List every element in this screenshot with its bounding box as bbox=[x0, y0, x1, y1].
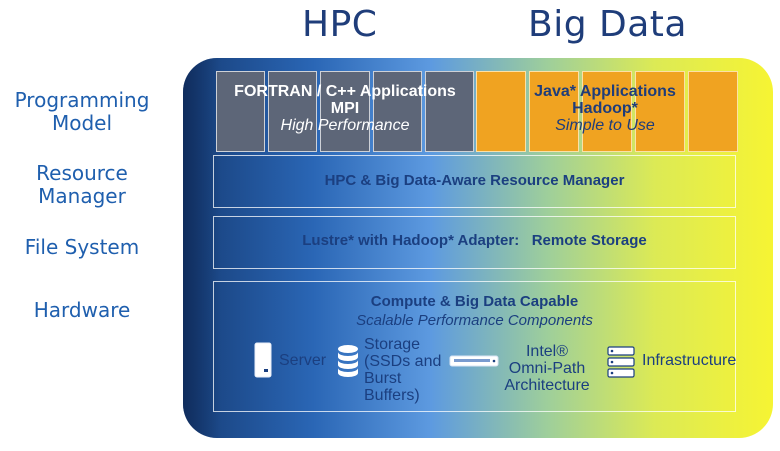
big-data-tile bbox=[529, 71, 579, 152]
row-label-hardware: Hardware bbox=[33, 298, 131, 322]
hpc-column-heading: HPC bbox=[302, 4, 378, 45]
remote-storage-label: Remote Storage bbox=[531, 232, 647, 249]
mpi-label: MPI bbox=[330, 100, 360, 117]
big-data-tile bbox=[688, 71, 738, 152]
hpc-tile bbox=[424, 71, 475, 152]
hpc-tagline: High Performance bbox=[280, 117, 410, 134]
omni-path-label-line: Architecture bbox=[504, 377, 590, 394]
row-label-line: Programming bbox=[14, 88, 150, 112]
infrastructure-label: Infrastructure bbox=[642, 352, 737, 369]
big-data-tile bbox=[476, 71, 526, 152]
omni-path-label: Intel® Omni-Path Architecture bbox=[497, 343, 597, 394]
storage-label-line: Buffers) bbox=[364, 387, 420, 404]
big-data-tagline: Simple to Use bbox=[555, 117, 655, 134]
hardware-title: Compute & Big Data Capable bbox=[370, 293, 579, 310]
resource-manager-text: HPC & Big Data-Aware Resource Manager bbox=[324, 172, 625, 189]
hadoop-label: Hadoop* bbox=[572, 100, 638, 117]
file-system-text: Lustre* with Hadoop* Adapter: Remote Sto… bbox=[214, 232, 735, 249]
java-applications-label: Java* Applications bbox=[534, 83, 676, 100]
hpc-programming-model-text: FORTRAN / C++ Applications MPI High Perf… bbox=[216, 83, 474, 134]
row-label-file-system: File System bbox=[24, 235, 140, 259]
hpc-tile bbox=[320, 71, 370, 152]
server-label: Server bbox=[279, 352, 327, 369]
big-data-programming-model-block bbox=[476, 71, 738, 152]
row-label-line: Manager bbox=[38, 184, 126, 208]
big-data-tile bbox=[582, 71, 632, 152]
resource-manager-layer: HPC & Big Data-Aware Resource Manager bbox=[213, 155, 736, 208]
big-data-tile bbox=[635, 71, 685, 152]
storage-label: Storage (SSDs and Burst Buffers) bbox=[364, 336, 441, 404]
hpc-tile bbox=[268, 71, 318, 152]
network-switch-icon bbox=[449, 355, 499, 367]
server-icon bbox=[254, 342, 272, 378]
storage-label-line: (SSDs and bbox=[364, 353, 442, 370]
hpc-applications-label: FORTRAN / C++ Applications bbox=[234, 83, 456, 100]
hpc-programming-model-block bbox=[216, 71, 475, 152]
hpc-tile bbox=[372, 71, 422, 152]
row-label-resource-manager: Resource Manager bbox=[0, 162, 164, 208]
hpc-tile bbox=[216, 71, 266, 152]
database-icon bbox=[338, 345, 358, 377]
row-label-line: Resource bbox=[36, 161, 128, 185]
row-label-programming-model: Programming Model bbox=[0, 89, 164, 135]
storage-label-line: Storage bbox=[364, 336, 421, 353]
hardware-layer: Compute & Big Data Capable Scalable Perf… bbox=[213, 281, 736, 412]
big-data-column-heading: Big Data bbox=[528, 4, 687, 45]
storage-label-line: Burst bbox=[364, 370, 402, 387]
big-data-programming-model-text: Java* Applications Hadoop* Simple to Use bbox=[476, 83, 734, 134]
lustre-adapter-label: Lustre* with Hadoop* Adapter: bbox=[302, 232, 520, 249]
omni-path-label-line: Intel® bbox=[525, 343, 569, 360]
omni-path-label-line: Omni-Path bbox=[508, 360, 586, 377]
rack-stack-icon bbox=[607, 346, 635, 378]
row-label-line: Model bbox=[51, 111, 113, 135]
hardware-subtitle: Scalable Performance Components bbox=[356, 312, 593, 329]
file-system-layer: Lustre* with Hadoop* Adapter: Remote Sto… bbox=[213, 216, 736, 269]
